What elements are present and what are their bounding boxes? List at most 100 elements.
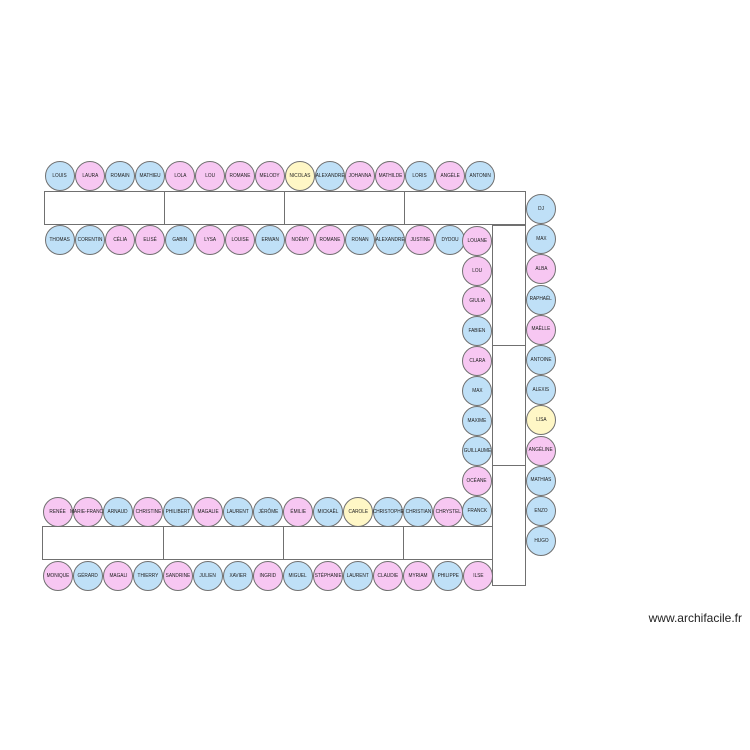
guest-seat: ELISÉ xyxy=(135,225,165,255)
guest-name: ENZO xyxy=(534,507,548,514)
guest-seat: DYDOU xyxy=(435,225,465,255)
guest-seat: MAXIME xyxy=(462,406,492,436)
guest-name: SANDRINE xyxy=(165,572,191,579)
guest-seat: LAURA xyxy=(75,161,105,191)
guest-seat: FABIEN xyxy=(462,316,492,346)
guest-name: ÉMILIE xyxy=(290,508,306,515)
guest-seat: PHILIBERT xyxy=(163,497,193,527)
guest-seat: CHRYSTEL xyxy=(433,497,463,527)
guest-seat: GABIN xyxy=(165,225,195,255)
guest-seat: LAURENT xyxy=(223,497,253,527)
guest-name: FABIEN xyxy=(468,327,486,334)
guest-seat: CÉLIA xyxy=(105,225,135,255)
guest-seat: LOU xyxy=(462,256,492,286)
table-right-2 xyxy=(492,345,526,466)
guest-seat: ANTOINE xyxy=(526,345,556,375)
guest-seat: LOUISE xyxy=(225,225,255,255)
guest-seat: GUILLAUME xyxy=(462,436,492,466)
guest-name: NOÉMY xyxy=(291,236,309,243)
guest-seat: MATHILDE xyxy=(375,161,405,191)
guest-seat: INGRID xyxy=(253,561,283,591)
guest-name: LOU xyxy=(205,172,215,179)
guest-name: GABIN xyxy=(172,236,188,243)
table-top-3 xyxy=(284,191,405,225)
guest-seat: MAX xyxy=(526,224,556,255)
guest-name: THOMAS xyxy=(49,236,71,243)
guest-seat: ALBA xyxy=(526,254,556,285)
guest-name: ANGÉLINE xyxy=(528,447,554,454)
guest-seat: ANGÈLE xyxy=(435,161,465,191)
guest-name: MICKAËL xyxy=(317,508,339,515)
guest-seat: MIGUEL xyxy=(283,561,313,591)
guest-seat: JUSTINE xyxy=(405,225,435,255)
guest-seat: ILSE xyxy=(463,561,493,591)
guest-seat: MARIE-FRANCE xyxy=(70,497,106,527)
guest-name: THIERRY xyxy=(137,572,159,579)
guest-seat: JULIEN xyxy=(193,561,223,591)
guest-seat: OCÉANE xyxy=(462,466,492,496)
guest-seat: ARNAUD xyxy=(103,497,133,527)
guest-seat: ANTONIN xyxy=(465,161,495,191)
guest-name: MIGUEL xyxy=(288,572,308,579)
table-bottom-3 xyxy=(283,526,404,560)
guest-seat: CHRISTIAN xyxy=(403,497,433,527)
guest-name: PHILIPPE xyxy=(437,572,459,579)
guest-name: MAGALIE xyxy=(197,508,219,515)
table-right-3 xyxy=(492,465,526,586)
guest-seat: ROMAIN xyxy=(105,161,135,191)
guest-seat: RAPHAËL xyxy=(526,284,556,315)
guest-name: NICOLAS xyxy=(289,172,311,179)
guest-name: LOU xyxy=(472,267,482,274)
guest-name: CHRYSTEL xyxy=(435,508,461,515)
guest-seat: MAËLLE xyxy=(526,314,556,345)
guest-seat: GÉRARD xyxy=(73,561,103,591)
guest-seat: ENZO xyxy=(526,496,556,526)
guest-name: CLARA xyxy=(469,357,485,364)
guest-name: DYDOU xyxy=(441,236,459,243)
guest-seat: CAROLE xyxy=(343,497,373,527)
guest-name: CÉLIA xyxy=(113,236,127,243)
guest-seat: SANDRINE xyxy=(163,561,193,591)
table-bottom-4 xyxy=(403,526,493,560)
guest-seat: MYRIAM xyxy=(403,561,433,591)
guest-seat: LOU xyxy=(195,161,225,191)
guest-name: FRANCK xyxy=(467,507,487,514)
guest-name: RONAN xyxy=(351,236,369,243)
guest-name: GUILLAUME xyxy=(463,447,491,454)
guest-seat: THIERRY xyxy=(133,561,163,591)
guest-name: LOUISE xyxy=(231,236,249,243)
guest-name: INGRID xyxy=(259,572,277,579)
guest-name: LYSA xyxy=(204,236,216,243)
guest-name: ALBA xyxy=(534,265,548,272)
guest-seat: CORENTIN xyxy=(75,225,105,255)
guest-name: MELODY xyxy=(259,172,281,179)
guest-seat: NOÉMY xyxy=(285,225,315,255)
guest-seat: NICOLAS xyxy=(285,161,315,191)
guest-seat: MELODY xyxy=(255,161,285,191)
guest-name: GÉRARD xyxy=(77,572,99,579)
table-top-4 xyxy=(404,191,526,225)
watermark: www.archifacile.fr xyxy=(648,611,742,625)
guest-name: LAURENT xyxy=(346,572,370,579)
guest-name: LORIS xyxy=(412,172,428,179)
table-right-1 xyxy=(492,225,526,346)
guest-seat: LOLA xyxy=(165,161,195,191)
guest-seat: MONIQUE xyxy=(43,561,73,591)
guest-name: ROMANE xyxy=(229,172,251,179)
guest-seat: LAURENT xyxy=(343,561,373,591)
guest-name: DJ xyxy=(538,205,544,212)
guest-seat: GIULIA xyxy=(462,286,492,316)
guest-name: ARNAUD xyxy=(107,508,129,515)
guest-name: MAX xyxy=(535,235,547,242)
guest-name: JOHANNA xyxy=(348,172,372,179)
guest-name: CHRISTINE xyxy=(135,508,161,515)
guest-seat: JOHANNA xyxy=(345,161,375,191)
guest-name: CORENTIN xyxy=(77,236,103,243)
guest-name: LISA xyxy=(535,416,547,423)
guest-name: STÉPHANIE xyxy=(314,572,342,579)
guest-seat: FRANCK xyxy=(462,496,492,526)
guest-seat: MAX xyxy=(462,376,492,406)
guest-name: CHRISTOPHE xyxy=(372,508,404,515)
guest-seat: ERWAN xyxy=(255,225,285,255)
